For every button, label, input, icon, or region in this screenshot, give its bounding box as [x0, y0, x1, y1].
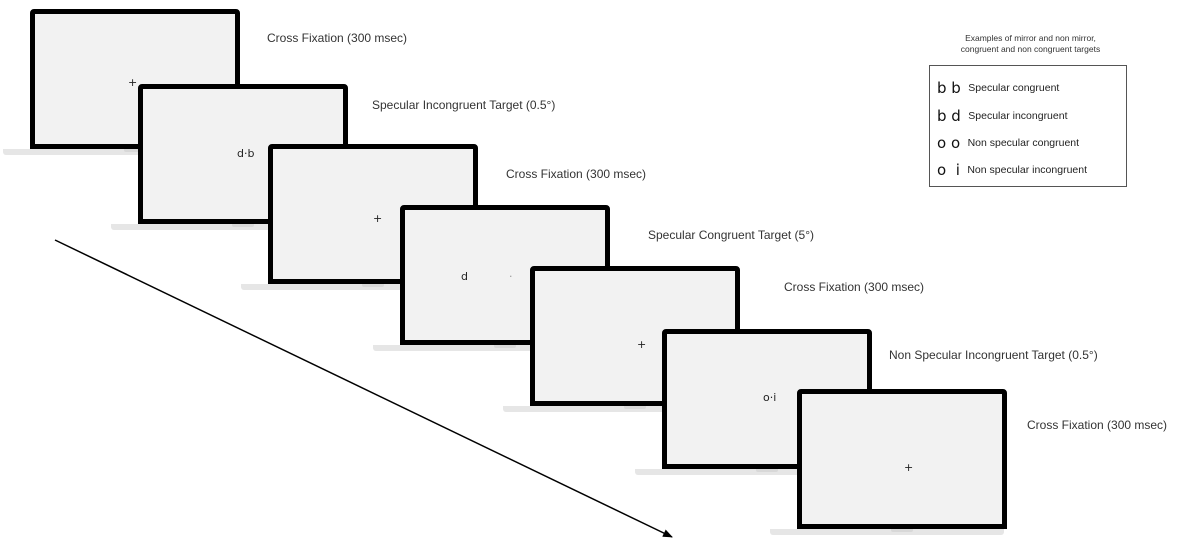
legend-symbols: o i: [937, 161, 960, 179]
laptop-base: [3, 149, 237, 155]
legend-item: o i Non specular incongruent: [937, 161, 1087, 179]
screen-display: +: [797, 389, 1007, 529]
fixation-cross: +: [637, 338, 647, 351]
laptop-base: [373, 345, 607, 351]
target-left-stimulus: d: [461, 270, 468, 283]
laptop-base: [111, 224, 345, 230]
legend-title: Examples of mirror and non mirror, congr…: [918, 33, 1143, 55]
step-label-4: Specular Congruent Target (5°): [648, 228, 815, 242]
laptop-notch: [362, 284, 384, 287]
fixation-cross: +: [904, 461, 914, 474]
laptop-notch: [232, 224, 254, 227]
step-label-5: Cross Fixation (300 msec): [784, 280, 925, 294]
laptop-screen-7: +: [770, 389, 1007, 537]
laptop-base: [770, 529, 1004, 535]
laptop-notch: [124, 149, 146, 152]
laptop-base: [241, 284, 475, 290]
legend-text: Specular incongruent: [968, 110, 1068, 122]
legend-item: b b Specular congruent: [937, 79, 1059, 97]
step-label-3: Cross Fixation (300 msec): [506, 167, 647, 181]
legend-text: Non specular congruent: [967, 137, 1080, 149]
fixation-cross: +: [128, 76, 138, 89]
legend-box: b b Specular congruent b d Specular inco…: [929, 65, 1127, 187]
step-label-7: Cross Fixation (300 msec): [1027, 418, 1168, 432]
step-label-2: Specular Incongruent Target (0.5°): [372, 98, 556, 112]
target-stimulus: o·i: [763, 391, 777, 404]
laptop-notch: [494, 345, 516, 348]
legend-title-line-2: congruent and non congruent targets: [960, 44, 1101, 54]
step-label-1: Cross Fixation (300 msec): [267, 31, 408, 45]
laptop-notch: [624, 406, 646, 409]
fixation-cross: +: [373, 212, 383, 225]
legend-symbols: b d: [937, 107, 961, 125]
legend-item: b d Specular incongruent: [937, 107, 1068, 125]
laptop-base: [503, 406, 737, 412]
laptop-notch: [891, 529, 913, 532]
step-label-6: Non Specular Incongruent Target (0.5°): [889, 348, 1098, 362]
legend-text: Non specular incongruent: [967, 164, 1088, 176]
legend-item: o o Non specular congruent: [937, 134, 1079, 152]
laptop-base: [635, 469, 869, 475]
legend-symbols: b b: [937, 79, 961, 97]
target-stimulus: d·b: [237, 147, 255, 160]
legend-text: Specular congruent: [968, 82, 1060, 94]
laptop-notch: [756, 469, 778, 472]
center-dot: ·: [509, 270, 513, 283]
legend-title-line-1: Examples of mirror and non mirror,: [965, 33, 1096, 43]
legend-symbols: o o: [937, 134, 961, 152]
